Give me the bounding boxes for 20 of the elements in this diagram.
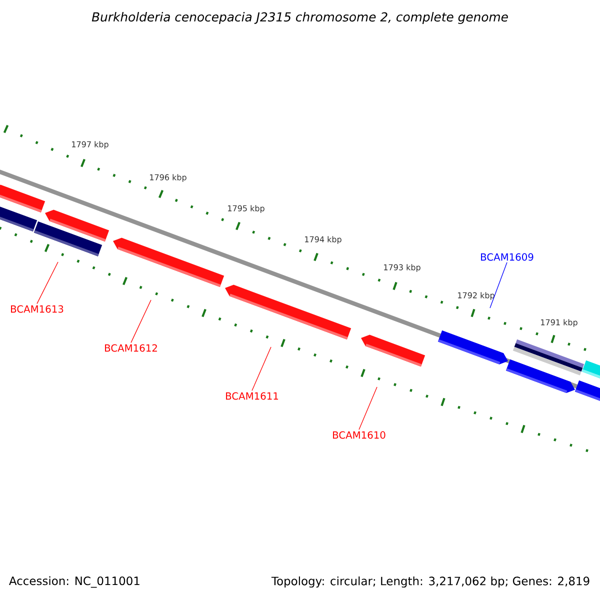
scale-label: 1796 kbp [150,174,186,182]
leader-line [490,262,508,308]
leader-line [358,386,378,430]
footer-text: Accession: NC_011001 [9,576,140,588]
scale-label: 1794 kbp [305,236,342,244]
leader-line [130,300,152,343]
gene-label: BCAM1612 [105,344,157,352]
gene-label: BCAM1613 [11,305,64,313]
scale-label: 1793 kbp [384,264,420,272]
scale-label: 1792 kbp [458,292,494,300]
gene-label: BCAM1611 [226,392,278,400]
scale-label: 1797 kbp [72,141,108,149]
title: Burkholderia cenocepacia J2315 chromosome 2, complete genome [92,12,508,24]
gene-label: BCAM1609 [481,253,534,261]
leader-line [252,346,272,391]
gene-label: BCAM1610 [333,431,386,439]
footer-text: Topology: circular; Length: 3,217,062 bp; Genes: 2,819 [271,576,590,588]
scale-label: 1791 kbp [541,319,578,327]
scale-label: 1795 kbp [228,205,264,213]
leader-line [36,262,58,304]
